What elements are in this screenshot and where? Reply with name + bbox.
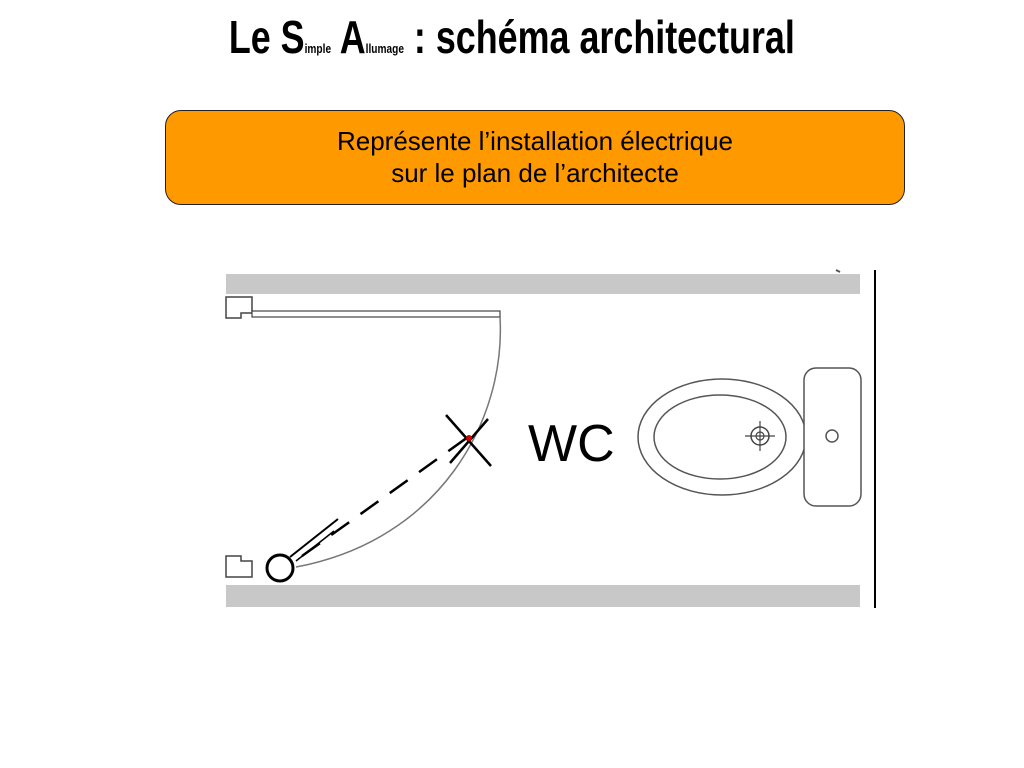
light-point-dot bbox=[466, 435, 472, 441]
instruction-callout: Représente l’installation électrique sur… bbox=[165, 110, 905, 205]
switch-symbol bbox=[265, 553, 295, 583]
door-swing-arc bbox=[295, 316, 502, 568]
page-title: Le Simple Allumage : schéma architectura… bbox=[0, 10, 1024, 64]
door-jamb-top bbox=[225, 296, 253, 319]
door-jamb-bottom bbox=[225, 555, 253, 578]
callout-line-2: sur le plan de l’architecte bbox=[391, 157, 679, 188]
callout-line-1: Représente l’installation électrique bbox=[336, 126, 733, 157]
room-label: WC bbox=[528, 415, 615, 473]
bottom-wall bbox=[226, 585, 860, 607]
door-leaf bbox=[251, 310, 501, 318]
corner-mark bbox=[835, 269, 841, 273]
title-text: Le Simple Allumage : schéma architectura… bbox=[228, 11, 796, 63]
switch-lever bbox=[289, 518, 339, 558]
top-wall bbox=[226, 274, 860, 294]
conductor-dashed-line bbox=[301, 435, 469, 558]
flush-button bbox=[825, 429, 839, 443]
right-wall-inner bbox=[860, 274, 874, 607]
toilet-bowl-inner bbox=[653, 394, 787, 480]
